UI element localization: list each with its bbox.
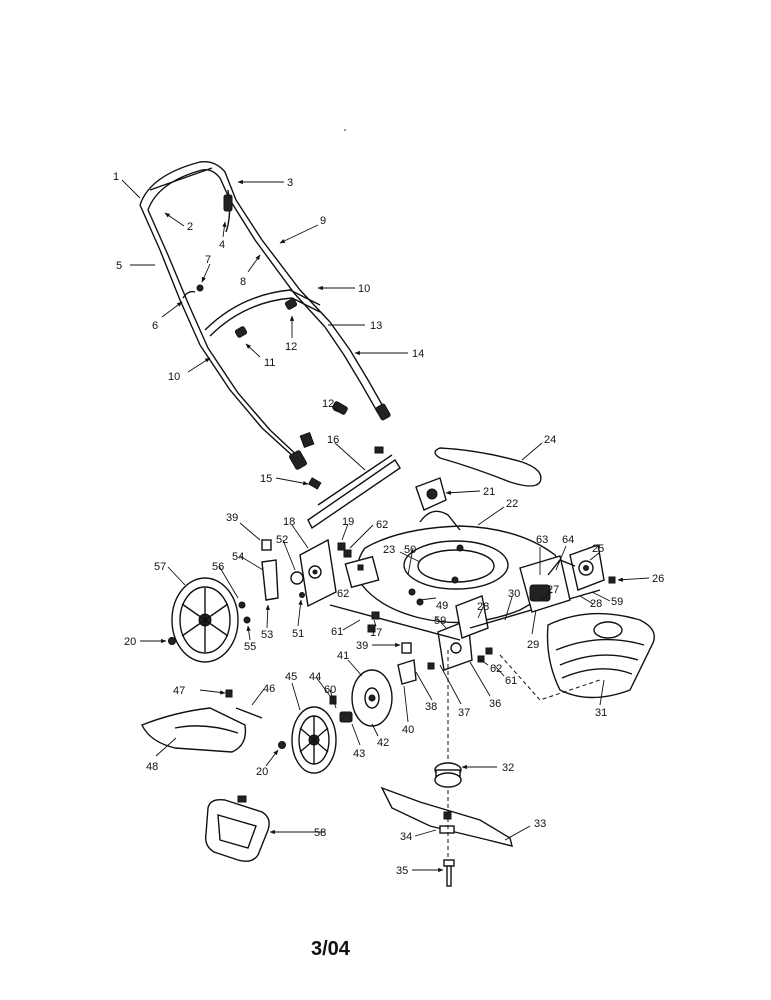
callout-2: 2 [187, 221, 193, 233]
callout-58: 58 [314, 827, 326, 839]
date-code: 3/04 [311, 938, 351, 960]
callout-28b: 28 [590, 598, 602, 610]
control-cable [223, 189, 233, 233]
blade-washer [439, 825, 455, 834]
callout-28a: 28 [477, 601, 489, 613]
callout-47: 47 [173, 685, 185, 697]
front-shield [546, 612, 655, 699]
callout-48: 48 [146, 761, 158, 773]
callout-6: 6 [152, 320, 158, 332]
callout-31: 31 [595, 707, 607, 719]
callout-35: 35 [396, 865, 408, 877]
callout-12b: 12 [322, 398, 334, 410]
rear-baffle [307, 446, 401, 530]
callout-32: 32 [502, 762, 514, 774]
callout-7: 7 [205, 254, 211, 266]
callout-61b: 61 [505, 675, 517, 687]
callout-25: 25 [592, 543, 604, 555]
callout-41: 41 [337, 650, 349, 662]
callout-20b: 20 [256, 766, 268, 778]
upper-handle [139, 161, 331, 349]
rear-height-adjuster [299, 538, 380, 608]
callout-60: 60 [324, 684, 336, 696]
callout-27: 27 [547, 584, 559, 596]
callout-37: 37 [458, 707, 470, 719]
mulch-plug [204, 795, 270, 862]
callout-10b: 10 [168, 371, 180, 383]
callout-9: 9 [320, 215, 326, 227]
callout-12a: 12 [285, 341, 297, 353]
wheel-hardware [168, 539, 616, 749]
callout-4: 4 [219, 239, 225, 251]
callout-52: 52 [276, 534, 288, 546]
callout-43: 43 [353, 748, 365, 760]
callout-55: 55 [244, 641, 256, 653]
callout-59a: 59 [434, 615, 446, 627]
front-height-adjuster [437, 595, 489, 671]
callout-11: 11 [264, 357, 275, 369]
callout-1: 1 [113, 171, 119, 183]
leader-lines [121, 179, 650, 873]
callout-23: 23 [383, 544, 395, 556]
callout-40: 40 [402, 724, 414, 736]
callout-49: 49 [436, 600, 448, 612]
callout-20a: 20 [124, 636, 136, 648]
callout-59b: 59 [611, 596, 623, 608]
callout-42: 42 [377, 737, 389, 749]
front-wheel [291, 706, 337, 774]
callout-19: 19 [342, 516, 354, 528]
callout-26: 26 [652, 573, 664, 585]
callout-3: 3 [287, 177, 293, 189]
callout-14: 14 [412, 348, 424, 360]
callout-30: 30 [508, 588, 520, 600]
callout-24: 24 [544, 434, 556, 446]
callout-50: 50 [404, 544, 416, 556]
callout-54: 54 [232, 551, 244, 563]
blade-adapter [434, 762, 462, 788]
rear-wheel [171, 577, 239, 663]
callout-62b: 62 [337, 588, 349, 600]
drive-belt [434, 447, 542, 487]
callout-36: 36 [489, 698, 501, 710]
callout-62c: 62 [490, 663, 502, 675]
callout-16: 16 [327, 434, 339, 446]
callout-51: 51 [292, 628, 304, 640]
callout-39a: 39 [226, 512, 238, 524]
callout-53: 53 [261, 629, 273, 641]
callout-15: 15 [260, 473, 272, 485]
callout-64: 64 [562, 534, 574, 546]
handle-knob-hardware [182, 284, 348, 448]
lower-handle [199, 289, 391, 470]
blade-bolt [443, 859, 455, 887]
callout-45: 45 [285, 671, 297, 683]
callout-63: 63 [536, 534, 548, 546]
callout-10a: 10 [358, 283, 370, 295]
callout-21: 21 [483, 486, 495, 498]
callout-17: 17 [370, 627, 382, 639]
callout-62a: 62 [376, 519, 388, 531]
callout-33: 33 [534, 818, 546, 830]
callout-34: 34 [400, 831, 412, 843]
transmission [519, 544, 605, 613]
drive-gear [351, 669, 393, 727]
callout-13: 13 [370, 320, 382, 332]
callout-44: 44 [309, 671, 321, 683]
callout-29: 29 [527, 639, 539, 651]
callout-38: 38 [425, 701, 437, 713]
side-discharge-chute [141, 707, 247, 753]
callout-39b: 39 [356, 640, 368, 652]
callout-18: 18 [283, 516, 295, 528]
callout-61a: 61 [331, 626, 343, 638]
callout-22: 22 [506, 498, 518, 510]
callout-57: 57 [154, 561, 166, 573]
callout-labels: 1 2 3 4 5 6 7 8 9 10 10 11 12 12 13 14 1… [113, 171, 664, 877]
callout-8: 8 [240, 276, 246, 288]
callout-46: 46 [263, 683, 275, 695]
callout-56: 56 [212, 561, 224, 573]
callout-5: 5 [116, 260, 122, 272]
